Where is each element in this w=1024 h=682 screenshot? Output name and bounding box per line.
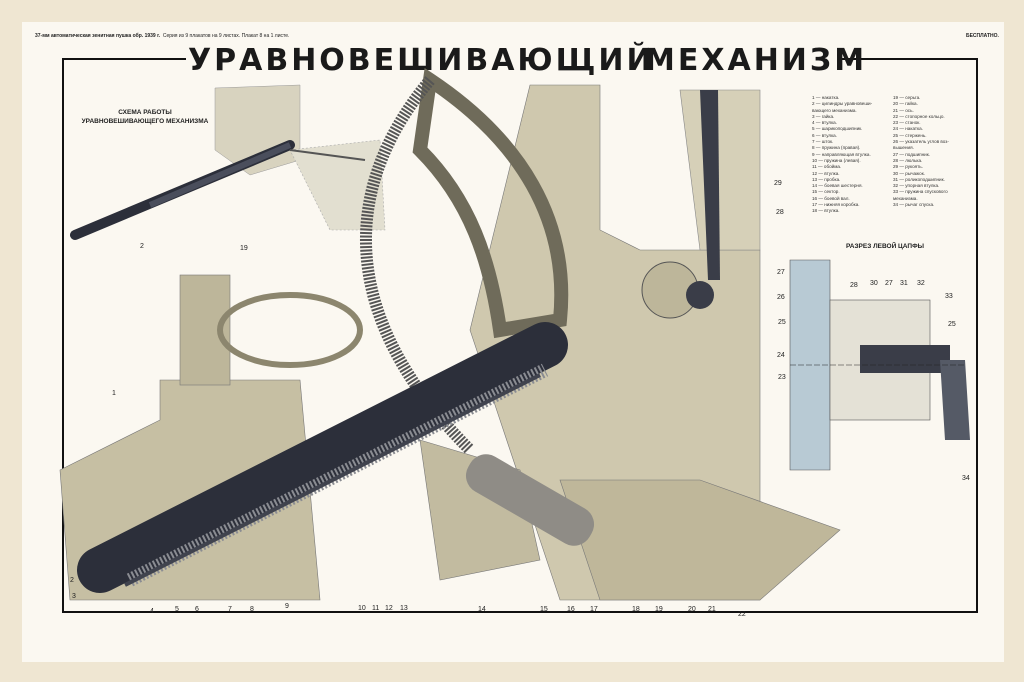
callout-number: 2 [140, 243, 144, 250]
legend-right-column: 19 — серьга.20 — гайка.21 — ось.22 — сто… [893, 95, 949, 208]
legend-item: 28 — люлька. [893, 157, 923, 163]
callout-number: 29 [774, 180, 782, 187]
legend-item: 22 — стопорное кольцо. [893, 113, 945, 119]
legend-item: механизма. [893, 195, 918, 201]
callout-number: 24 [777, 352, 785, 359]
callout-number: 27 [777, 269, 785, 276]
callout-number: 12 [385, 605, 393, 612]
callout-number: 27 [885, 280, 893, 287]
series-note: Серия из 9 плакатов на 9 листах. Плакат … [162, 33, 290, 39]
legend-item: 29 — рукоять. [893, 164, 923, 170]
gun-mount [59, 68, 841, 601]
legend-item: 26 — указатель углов воз- [893, 139, 949, 145]
legend-item: 12 — втулка. [812, 170, 840, 176]
callout-number: 26 [777, 294, 785, 301]
legend-item: 30 — рычажок. [893, 170, 925, 176]
legend-item: 18 — втулка. [812, 208, 840, 214]
callout-number: 6 [195, 606, 199, 613]
legend-item: 20 — гайка. [893, 101, 918, 107]
callout-number: 16 [567, 606, 575, 613]
legend-item: 15 — сектор. [812, 189, 840, 195]
legend-item: 4 — втулка. [812, 120, 838, 126]
free-label: БЕСПЛАТНО. [966, 33, 999, 39]
legend-item: 34 — рычаг спуска. [893, 202, 935, 208]
legend-item: вающего механизма. [812, 107, 857, 113]
schema-title-line2: УРАВНОВЕШИВАЮЩЕГО МЕХАНИЗМА [81, 118, 209, 125]
callout-number: 19 [240, 245, 248, 252]
callout-number: 19 [655, 606, 663, 613]
callout-number: 15 [540, 606, 548, 613]
legend-item: 24 — накатка. [893, 126, 923, 132]
callout-number: 28 [776, 209, 784, 216]
callout-number: 1 [112, 390, 116, 397]
frame-line [842, 58, 978, 60]
legend-item: 5 — шарикоподшипник. [812, 126, 863, 132]
callout-number: 4 [150, 608, 154, 615]
callout-number: 14 [478, 606, 486, 613]
callout-number: 21 [708, 606, 716, 613]
poster-title-part2: МЕХАНИЗМ [645, 43, 868, 78]
legend-item: 33 — пружина спускового [893, 189, 948, 195]
legend-item: 7 — шток. [812, 139, 834, 145]
legend-item: 3 — гайка. [812, 113, 835, 119]
callout-number: 7 [228, 606, 232, 613]
callout-number: 17 [590, 606, 598, 613]
callout-number: 3 [72, 593, 76, 600]
callout-number: 20 [688, 606, 696, 613]
legend-item: вышения. [893, 145, 914, 151]
legend-item: 31 — роликоподшипник. [893, 176, 945, 182]
legend-item: 14 — боевая шестерня. [812, 183, 863, 189]
legend-item: 13 — пробка. [812, 176, 841, 182]
callout-number: 25 [948, 321, 956, 328]
trunnion-section [789, 259, 970, 471]
legend-left-column: 1 — накатка.2 — цилиндры уравновеши- ваю… [812, 95, 872, 215]
schema-title: СХЕМА РАБОТЫ УРАВНОВЕШИВАЮЩЕГО МЕХАНИЗМА [80, 108, 210, 126]
callout-number: 23 [778, 374, 786, 381]
legend-item: 25 — стержень. [893, 132, 927, 138]
legend-item: 6 — втулка. [812, 132, 838, 138]
legend-item: 17 — нижняя коробка. [812, 202, 860, 208]
legend-item: 8 — пружина (правая). [812, 145, 861, 151]
legend-item: 2 — цилиндры уравновеши- [812, 101, 873, 107]
poster-frame [62, 58, 978, 613]
callout-number: 32 [917, 280, 925, 287]
legend-item: 19 — серьга. [893, 95, 921, 100]
callout-number: 33 [945, 293, 953, 300]
legend-item: 23 — станок. [893, 120, 921, 126]
callout-number: 13 [400, 605, 408, 612]
legend-item: 21 — ось. [893, 107, 914, 113]
callout-number: 18 [632, 606, 640, 613]
legend-item: 27 — подшипник. [893, 151, 931, 157]
schema-title-line1: СХЕМА РАБОТЫ [118, 109, 172, 116]
schema-diagram [70, 84, 386, 240]
callout-number: 28 [850, 282, 858, 289]
callout-number: 34 [962, 475, 970, 482]
callout-number: 10 [358, 605, 366, 612]
poster-title-part1: УРАВНОВЕШИВАЮЩИЙ [188, 43, 655, 78]
callout-number: 9 [285, 603, 289, 610]
callout-number: 5 [175, 606, 179, 613]
legend-item: 1 — накатка. [812, 95, 840, 100]
legend-item: 9 — направляющая втулка. [812, 151, 871, 157]
callout-number: 30 [870, 280, 878, 287]
section-title: РАЗРЕЗ ЛЕВОЙ ЦАПФЫ [846, 243, 924, 250]
callout-number: 31 [900, 280, 908, 287]
legend-item: 11 — обойма. [812, 164, 842, 170]
callout-number: 22 [738, 611, 746, 618]
callout-number: 11 [372, 605, 380, 612]
callout-number: 2 [70, 577, 74, 584]
balancing-cylinder [77, 322, 568, 593]
callout-number: 8 [250, 606, 254, 613]
series-title: 37-мм автоматическая зенитная пушка обр.… [35, 33, 161, 39]
frame-line [62, 58, 186, 60]
poster-series-header: 37-мм автоматическая зенитная пушка обр.… [35, 33, 289, 40]
legend-item: 16 — боевой вал. [812, 195, 850, 201]
legend-item: 32 — упорная втулка. [893, 183, 940, 189]
callout-number: 25 [778, 319, 786, 326]
legend-item: 10 — пружина (левая). [812, 157, 861, 163]
